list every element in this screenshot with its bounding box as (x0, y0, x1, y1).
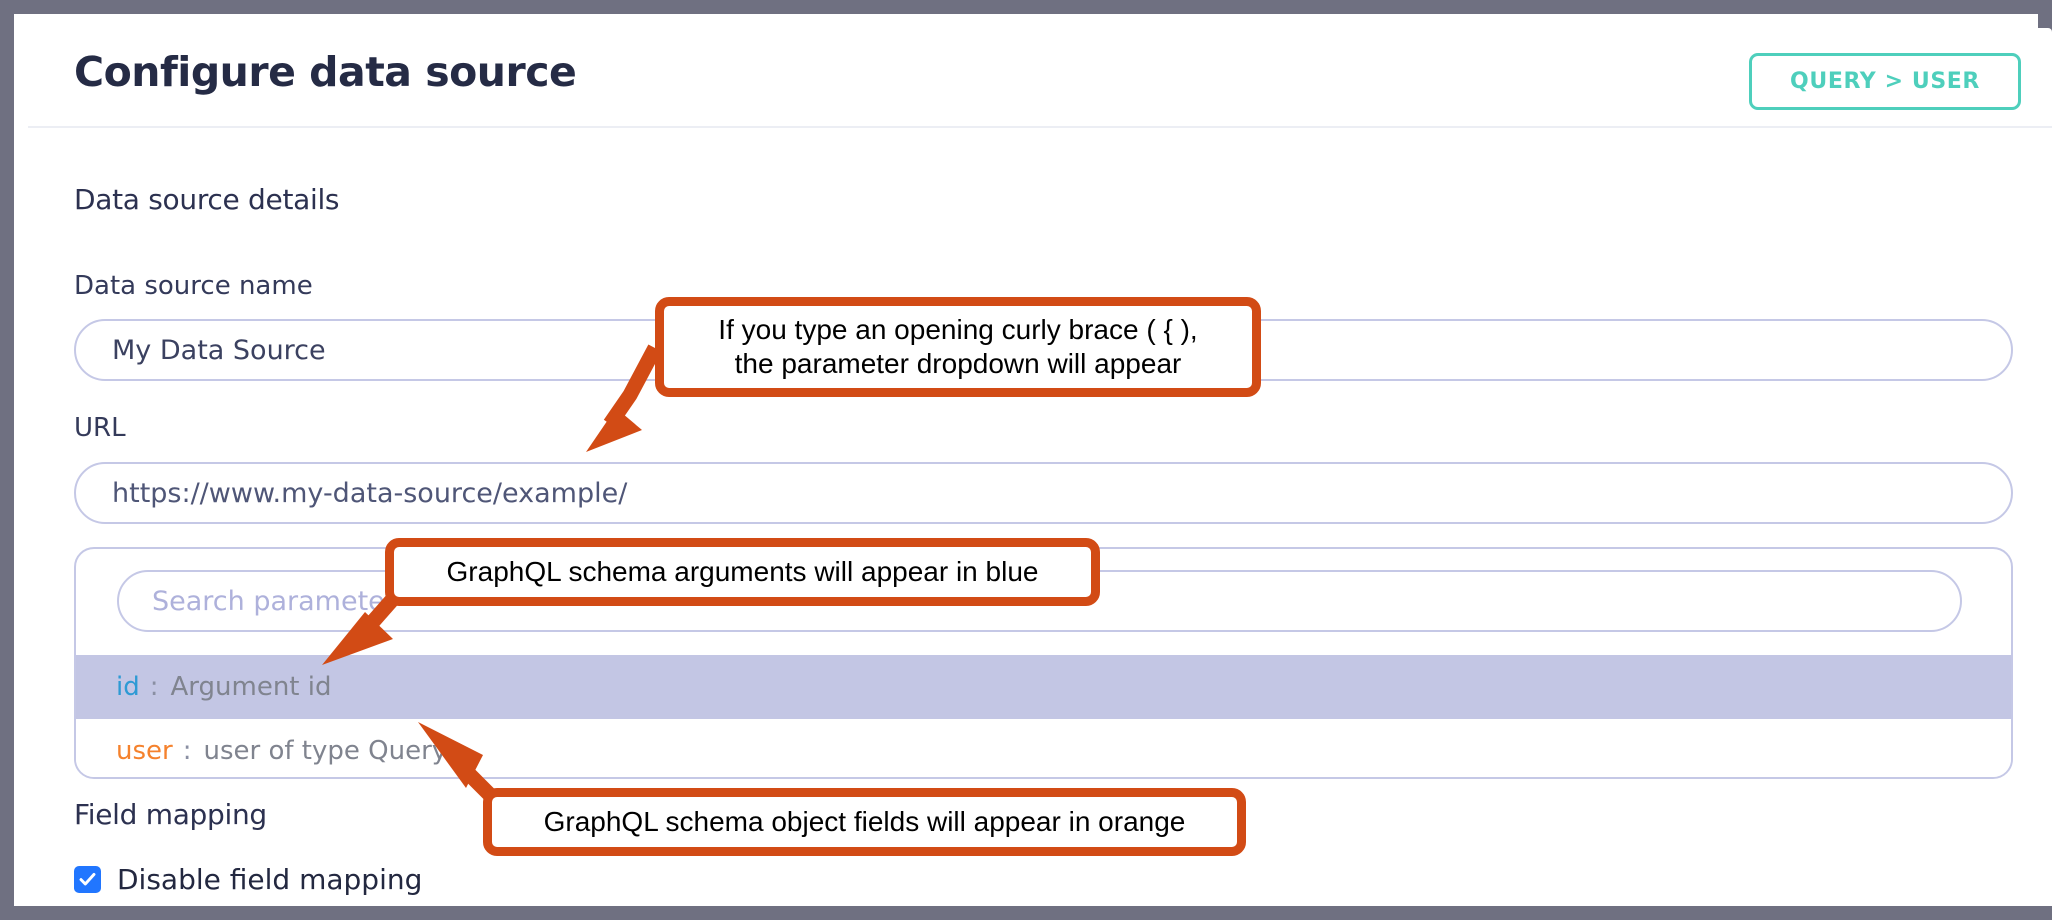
parameter-colon: : (149, 672, 159, 702)
disable-field-mapping-row[interactable]: Disable field mapping (74, 863, 422, 896)
checkbox-checked-icon[interactable] (74, 866, 101, 893)
parameter-description: user of type Query (203, 736, 448, 766)
disable-field-mapping-label: Disable field mapping (117, 863, 423, 896)
data-source-name-label: Data source name (74, 271, 313, 301)
parameter-dropdown-panel: Search parameter id : Argument id user :… (74, 547, 2013, 779)
parameter-description: Argument id (170, 672, 332, 702)
url-input[interactable]: https://www.my-data-source/example/ (74, 462, 2013, 524)
page-title: Configure data source (74, 48, 577, 96)
url-label: URL (74, 413, 126, 443)
parameter-colon: : (182, 736, 192, 766)
section-title-field-mapping: Field mapping (74, 798, 267, 831)
parameter-key: id (116, 672, 140, 702)
parameter-option-user[interactable]: user : user of type Query (76, 719, 2011, 777)
parameter-key: user (116, 736, 173, 766)
data-source-name-input[interactable]: My Data Source (74, 319, 2013, 381)
parameter-option-id[interactable]: id : Argument id (76, 655, 2011, 719)
query-user-button[interactable]: QUERY > USER (1749, 53, 2021, 110)
search-parameter-input[interactable]: Search parameter (117, 570, 1962, 632)
section-title-data-source-details: Data source details (74, 183, 340, 216)
configure-data-source-card: Configure data source QUERY > USER Data … (28, 28, 2052, 906)
card-header: Configure data source QUERY > USER (28, 28, 2052, 128)
